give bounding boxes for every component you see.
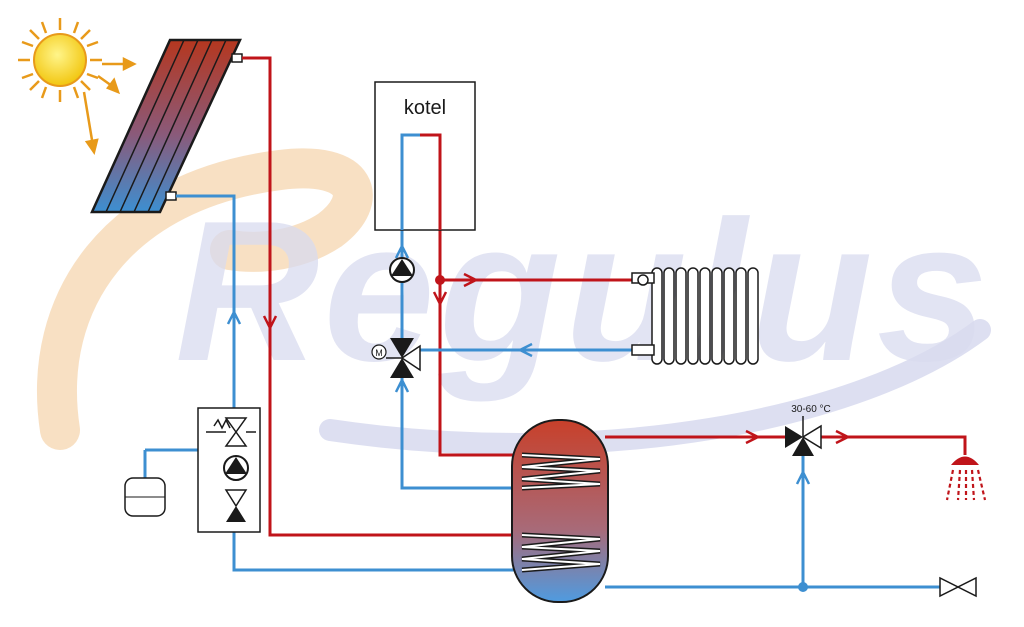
- mixing-valve-temp-label: 30-60 °C: [791, 404, 831, 415]
- storage-tank: [511, 419, 609, 603]
- safety-valve-icon: [206, 417, 256, 447]
- watermark: Regulus: [36, 148, 992, 455]
- sun-icon: [18, 18, 102, 102]
- motorized-three-way-valve: M: [371, 338, 421, 378]
- solar-pump-station: [197, 407, 261, 533]
- pipe-junctions: [435, 275, 808, 592]
- watermark-text: Regulus: [175, 180, 992, 403]
- thermostatic-mixing-valve: 30-60 °C: [785, 404, 831, 456]
- boiler-pump-icon: [389, 257, 415, 283]
- solar-pump-icon: [223, 455, 249, 481]
- check-valve-icon: [224, 489, 248, 522]
- boiler-label: kotel: [404, 97, 446, 119]
- cold-water-inlet-valve-icon: [939, 576, 977, 598]
- solar-collector: [90, 38, 243, 214]
- radiator: [631, 267, 759, 365]
- flow-arrows: [226, 243, 851, 485]
- valve-motor-label: M: [375, 348, 383, 358]
- shower-head-icon: [945, 456, 987, 501]
- sun-ray-arrows: [82, 56, 137, 155]
- expansion-vessel: [124, 477, 166, 517]
- boiler: kotel: [374, 81, 476, 231]
